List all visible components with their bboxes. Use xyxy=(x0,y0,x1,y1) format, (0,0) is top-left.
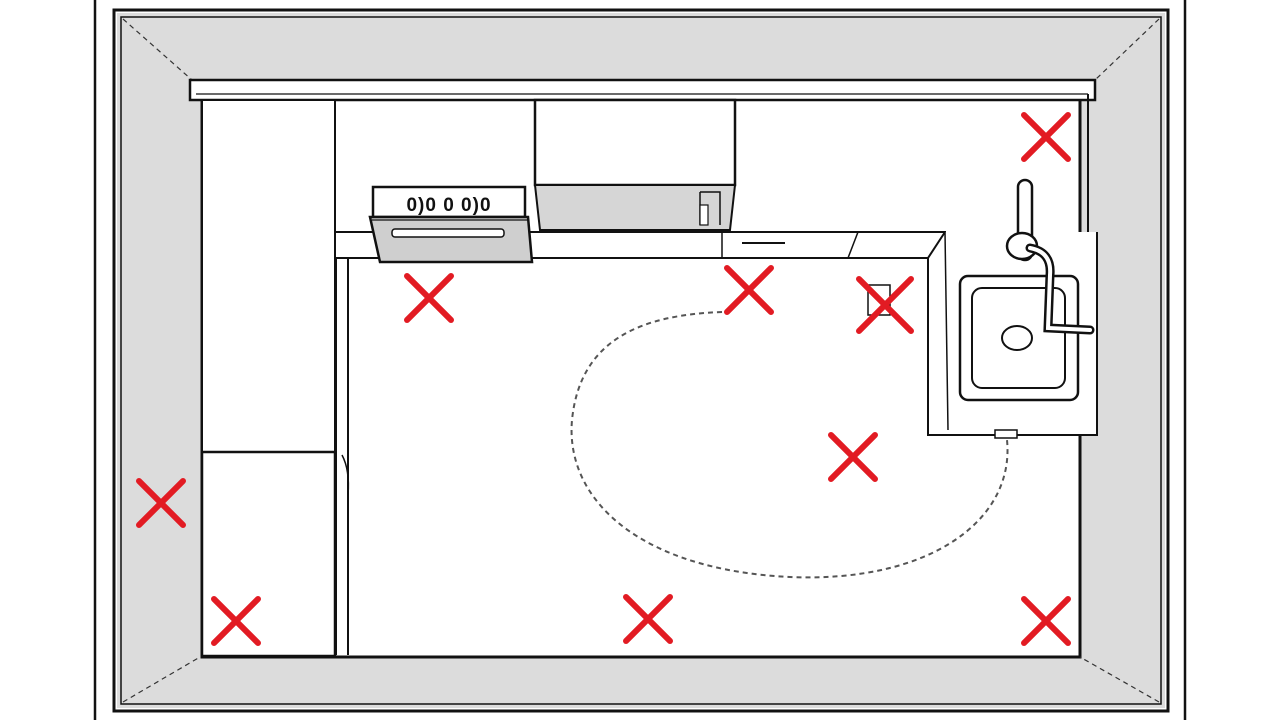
work-path-dashed xyxy=(570,311,1009,579)
range-hood-icon xyxy=(533,98,737,187)
left-counter-handle xyxy=(341,454,350,496)
counter-divider-2 xyxy=(847,231,859,259)
red-x-marker-icon-stove-front xyxy=(404,273,454,323)
range-hood-knob xyxy=(699,204,709,226)
red-x-marker-icon-bottom-left-cabinet xyxy=(211,596,261,646)
red-x-marker-icon-counter-front-left xyxy=(724,265,774,315)
marker-layer xyxy=(136,112,1071,646)
wall-inner-line xyxy=(120,16,1162,705)
top-wall-ledge xyxy=(188,78,1097,102)
outer-frame xyxy=(93,0,1187,720)
faucet-icon xyxy=(1005,178,1095,335)
right-counter-front-edge xyxy=(944,231,949,431)
red-x-marker-icon-sink-side-center xyxy=(828,432,878,482)
left-cabinet-lower xyxy=(200,450,337,658)
red-x-marker-icon-bottom-center xyxy=(623,594,673,644)
range-hood-base xyxy=(533,184,737,231)
sink-icon xyxy=(958,274,1080,402)
red-x-marker-icon-counter-front-right xyxy=(856,276,914,334)
wall-outer-line xyxy=(112,8,1170,713)
dishwasher-latch xyxy=(994,429,1018,439)
stove-knob-label: 0)0 0 0)0 xyxy=(406,195,491,216)
red-x-marker-icon-top-right-corner xyxy=(1021,112,1071,162)
left-counter-upper xyxy=(201,99,336,453)
stove-icon xyxy=(368,185,534,264)
red-x-marker-icon-outer-left-wall xyxy=(136,478,186,528)
corner-perspective-lines xyxy=(122,18,1160,703)
red-x-marker-icon-bottom-right xyxy=(1021,596,1071,646)
